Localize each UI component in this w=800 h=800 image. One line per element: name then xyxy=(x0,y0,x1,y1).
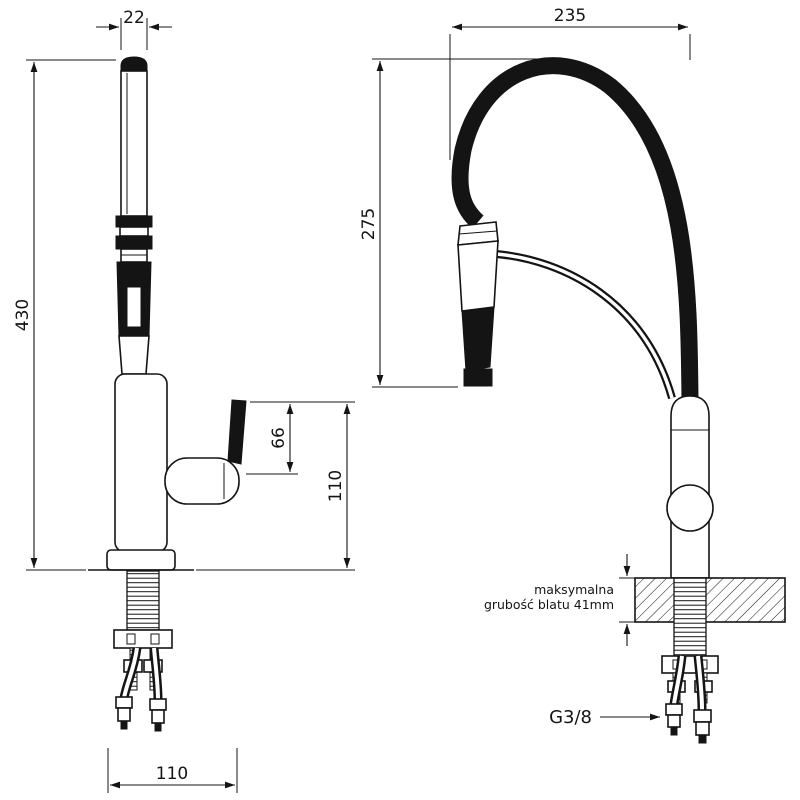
neck xyxy=(118,335,150,375)
thread-callout: G3/8 xyxy=(549,707,660,728)
mounting-hardware-side xyxy=(113,570,173,732)
dim-handle-rise: 66 xyxy=(246,401,355,475)
handle-pivot xyxy=(164,457,240,505)
hose-tip xyxy=(670,726,678,736)
spout-tip xyxy=(120,56,148,72)
handle-lever xyxy=(227,399,247,465)
spray-head-lower xyxy=(461,306,495,372)
countertop xyxy=(634,577,786,623)
threaded-shank xyxy=(673,577,707,657)
dim-spout-drop: 275 xyxy=(359,58,546,388)
dim-label-spout-diameter: 22 xyxy=(123,8,145,28)
dim-label-spout-drop: 275 xyxy=(359,208,379,240)
dim-label-reach: 235 xyxy=(554,6,586,26)
counter-note-line2: grubość blatu 41mm xyxy=(484,597,614,612)
spray-head xyxy=(457,221,499,387)
bracket-slot xyxy=(126,633,136,645)
hose-tip xyxy=(154,722,162,732)
dim-base-depth: 110 xyxy=(107,748,238,793)
dim-label-handle-rise: 66 xyxy=(269,427,289,449)
countertop-outline xyxy=(634,577,786,623)
dim-label-total-height: 430 xyxy=(13,299,33,331)
hose-fitting xyxy=(693,709,712,723)
spout-tube xyxy=(120,70,148,217)
body-column xyxy=(114,373,168,553)
bracket-slot xyxy=(150,633,160,645)
indicator-window xyxy=(126,286,142,328)
spray-nozzle xyxy=(463,368,493,387)
side-view: 22 430 xyxy=(13,8,355,793)
spray-head-body xyxy=(457,240,499,312)
dim-handle-to-counter: 110 xyxy=(196,404,355,571)
counter-note-line1: maksymalna xyxy=(534,582,614,597)
connector-line xyxy=(458,230,498,235)
ball-joint xyxy=(666,484,714,532)
hose-fitting xyxy=(695,721,710,736)
supply-hose-inner xyxy=(122,647,139,699)
front-view: 235 275 xyxy=(359,6,786,744)
threaded-shank xyxy=(126,570,160,631)
counter-thickness-note: maksymalna grubość blatu 41mm xyxy=(484,554,636,646)
mounting-hardware-front xyxy=(661,577,719,744)
dim-label-handle-to-counter: 110 xyxy=(326,470,346,502)
hose-fitting xyxy=(667,714,681,728)
spout-collar xyxy=(115,215,153,228)
supply-hose-inner xyxy=(672,655,684,705)
mounting-bracket xyxy=(661,655,719,674)
spout-collar xyxy=(115,235,153,250)
base xyxy=(106,549,176,571)
hose-fitting xyxy=(149,698,167,711)
pullout-hose-inner xyxy=(495,252,674,399)
hose-fitting xyxy=(115,696,133,709)
mounting-bracket xyxy=(113,629,173,649)
hose-fitting xyxy=(117,707,131,722)
dim-total-height: 430 xyxy=(13,59,116,571)
supply-hose-inner xyxy=(152,647,160,701)
hose-fitting xyxy=(665,703,683,716)
countertop-hatch xyxy=(635,578,785,622)
dim-reach: 235 xyxy=(449,6,691,160)
dim-spout-diameter: 22 xyxy=(96,8,172,50)
spout-ring xyxy=(119,226,149,237)
faucet-side xyxy=(106,56,247,571)
hose-tip xyxy=(120,720,128,730)
hose-fitting xyxy=(151,709,165,724)
thread-size-label: G3/8 xyxy=(549,707,592,728)
hose-tip xyxy=(698,734,707,744)
supply-hose-inner xyxy=(696,655,704,711)
spout-arc xyxy=(451,57,699,403)
dim-label-base-depth: 110 xyxy=(156,764,188,784)
